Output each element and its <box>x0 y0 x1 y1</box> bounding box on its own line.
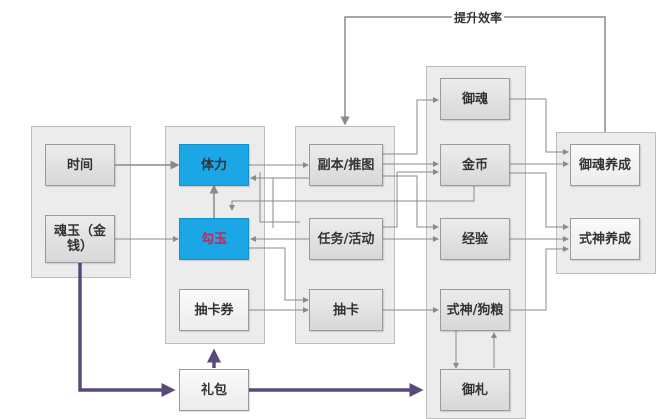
node-gold: 金币 <box>440 144 510 186</box>
edge-souljade-giftpack <box>78 262 176 397</box>
node-time: 时间 <box>45 144 115 186</box>
node-dungeon: 副本/推图 <box>309 144 383 186</box>
node-gift-pack: 礼包 <box>179 369 249 411</box>
node-draw-ticket: 抽卡券 <box>179 289 249 331</box>
edge-gold-magatama <box>229 186 475 211</box>
node-quest: 任务/活动 <box>309 218 383 260</box>
node-shikigami-growth: 式神养成 <box>570 218 640 260</box>
node-mitama-growth: 御魂养成 <box>570 144 640 186</box>
edge-shikigami-growth <box>510 246 569 311</box>
node-stamina: 体力 <box>179 144 249 186</box>
edge-gold-shikigamigrowth <box>510 172 569 230</box>
edge-magatama-draw <box>249 247 309 303</box>
node-exp: 经验 <box>440 218 510 260</box>
node-amulet: 御札 <box>440 369 510 411</box>
node-mitama: 御魂 <box>440 78 510 120</box>
edge-quest-gold <box>383 169 439 228</box>
node-magatama: 勾玉 <box>179 218 249 260</box>
node-shikigami: 式神/狗粮 <box>440 289 510 331</box>
node-draw: 抽卡 <box>309 289 383 331</box>
label-improve-efficiency: 提升效率 <box>452 9 505 26</box>
edge-dungeon-mitama <box>383 97 439 155</box>
node-soul-jade: 魂玉（金钱） <box>45 215 115 263</box>
edge-mitama-growth <box>510 98 569 155</box>
